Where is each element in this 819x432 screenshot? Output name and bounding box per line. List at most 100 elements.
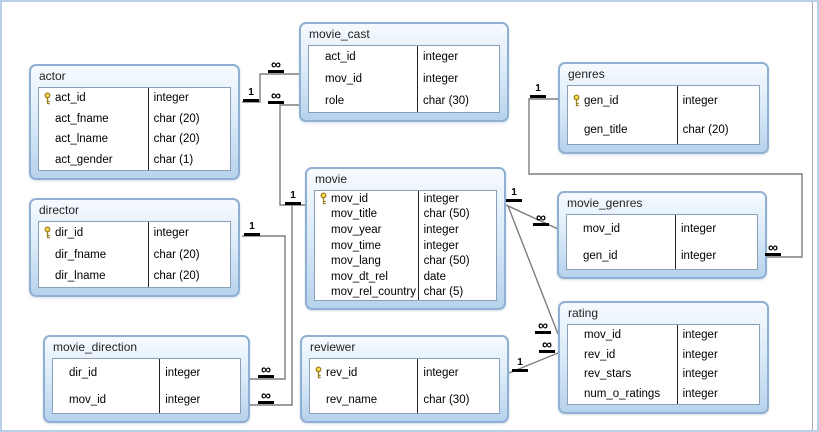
table-title: reviewer: [310, 340, 356, 354]
table-genres[interactable]: genres gen_id integer gen_title char (20): [558, 62, 769, 154]
field-name: act_fname: [55, 112, 109, 125]
table-title: actor: [39, 69, 66, 83]
field-row: mov_id integer: [309, 68, 499, 90]
field-type: integer: [676, 384, 759, 404]
field-type: char (30): [417, 90, 499, 112]
key-spacer: [39, 109, 55, 130]
field-name: gen_title: [584, 123, 628, 136]
cardinality-many-moviecast-actor: ∞: [268, 57, 284, 73]
field-name: dir_fname: [55, 248, 107, 261]
field-type: char (20): [676, 115, 759, 144]
key-spacer: [568, 115, 584, 144]
table-title: genres: [568, 67, 605, 81]
cardinality-many-rating-reviewer: ∞: [539, 337, 555, 353]
field-name: mov_id: [584, 328, 622, 341]
table-fields: gen_id integer gen_title char (20): [567, 85, 760, 145]
field-type: char (50): [417, 253, 496, 269]
field-name: gen_id: [584, 94, 619, 107]
key-spacer: [39, 265, 55, 287]
table-title: rating: [568, 306, 599, 320]
field-type: integer: [147, 88, 230, 109]
table-title: movie_cast: [309, 27, 370, 41]
field-name: act_lname: [55, 133, 109, 146]
key-spacer: [315, 284, 331, 300]
primary-key-icon: [315, 191, 331, 207]
field-type: char (20): [147, 129, 230, 150]
field-type: integer: [417, 237, 496, 254]
primary-key-icon: [39, 222, 55, 244]
field-type: integer: [159, 359, 240, 386]
field-name: mov_id: [325, 73, 363, 85]
key-spacer: [39, 129, 55, 150]
cardinality-many-moviecast-movie: ∞: [268, 88, 284, 104]
field-name: act_id: [55, 92, 86, 105]
field-type: integer: [676, 86, 759, 115]
field-name: role: [325, 95, 345, 107]
table-title: director: [39, 203, 80, 217]
primary-key-icon: [568, 86, 584, 115]
key-spacer: [567, 242, 583, 269]
primary-key-icon: [310, 359, 326, 386]
table-title: movie_genres: [567, 196, 643, 210]
key-spacer: [568, 365, 584, 385]
field-name: rev_name: [326, 393, 378, 406]
key-spacer: [310, 386, 326, 413]
field-type: char (20): [147, 108, 230, 129]
field-name: mov_id: [583, 222, 621, 235]
field-type: integer: [676, 325, 759, 345]
field-name: rev_id: [326, 366, 358, 379]
field-type: integer: [417, 191, 496, 207]
field-type: integer: [417, 46, 499, 68]
field-type: char (1): [147, 149, 230, 170]
key-spacer: [309, 46, 325, 68]
cardinality-one-genres: 1: [530, 83, 546, 98]
key-spacer: [309, 90, 325, 112]
field-type: integer: [417, 68, 499, 90]
field-row: num_o_ratings integer: [568, 384, 759, 404]
field-type: char (50): [417, 206, 496, 223]
field-row: mov_lang char (50): [315, 253, 496, 269]
key-spacer: [568, 384, 584, 404]
field-name: rev_id: [584, 348, 616, 361]
field-row: act_fname char (20): [39, 108, 230, 130]
field-row: role char (30): [309, 90, 499, 112]
field-type: date: [417, 268, 496, 285]
key-spacer: [568, 345, 584, 365]
field-name: mov_lang: [331, 255, 381, 268]
cardinality-one-movie-left: 1: [285, 190, 301, 205]
field-row: gen_title char (20): [568, 115, 759, 144]
field-name: num_o_ratings: [584, 388, 661, 401]
cardinality-one-reviewer: 1: [512, 357, 528, 372]
key-spacer: [568, 325, 584, 345]
field-type: integer: [675, 242, 757, 269]
field-type: integer: [676, 364, 759, 385]
key-spacer: [309, 68, 325, 90]
key-spacer: [315, 207, 331, 223]
field-type: integer: [147, 222, 230, 244]
field-name: mov_id: [69, 393, 107, 406]
